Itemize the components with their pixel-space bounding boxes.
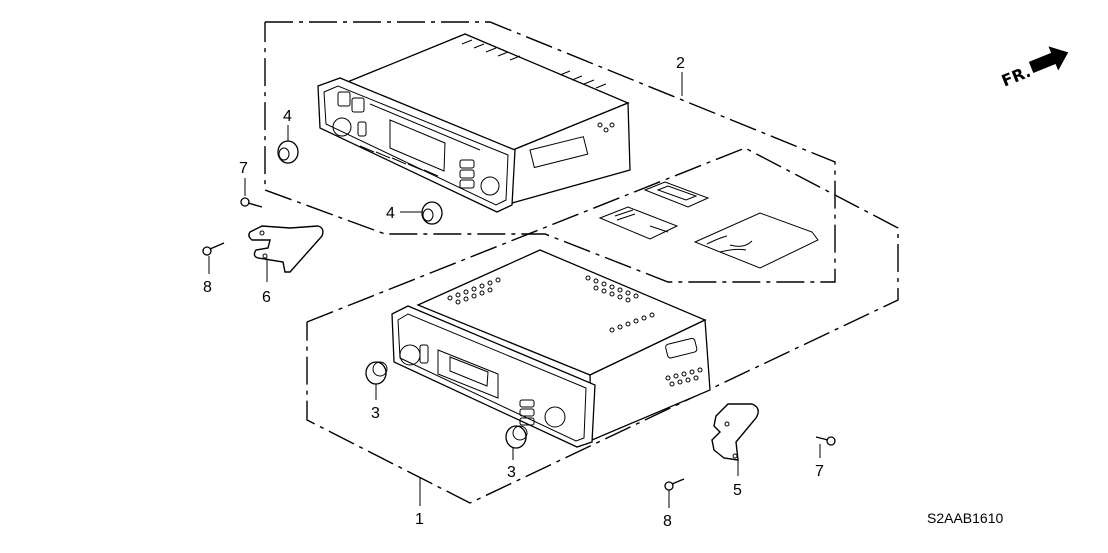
callout-8a: 8 <box>203 279 212 296</box>
security-card <box>643 181 710 208</box>
callout-4a: 4 <box>283 108 292 125</box>
bolt-7b[interactable] <box>815 436 836 446</box>
front-label: FR. <box>999 62 1034 91</box>
assembly-1-outline <box>306 147 899 504</box>
figure-code: S2AAB1610 <box>927 510 1003 526</box>
radio-unit-lower[interactable] <box>391 249 711 448</box>
callout-3b: 3 <box>507 464 516 481</box>
knob-4b[interactable] <box>421 201 443 225</box>
front-direction-indicator: FR. <box>999 46 1069 91</box>
radio-unit-upper[interactable] <box>317 33 631 213</box>
kit-2-outline <box>264 21 836 283</box>
screw-8b[interactable] <box>664 478 685 491</box>
knob-4a[interactable] <box>277 140 299 164</box>
callout-5: 5 <box>733 482 742 499</box>
callout-7a: 7 <box>239 160 248 177</box>
knob-3b[interactable] <box>505 425 528 449</box>
knob-3a[interactable] <box>365 361 388 385</box>
callout-6: 6 <box>262 289 271 306</box>
bolt-7a[interactable] <box>240 197 263 208</box>
hardware-bag <box>693 212 819 269</box>
callout-8b: 8 <box>663 513 672 530</box>
kit-accessories <box>598 181 819 269</box>
screw-8a[interactable] <box>202 242 225 256</box>
arrow-right-icon <box>1028 46 1069 73</box>
callout-2: 2 <box>676 55 685 72</box>
owner-manual <box>598 206 679 240</box>
callout-1: 1 <box>415 511 424 528</box>
callout-3a: 3 <box>371 405 380 422</box>
callout-7b: 7 <box>815 463 824 480</box>
bracket-6[interactable] <box>248 225 324 273</box>
callout-4b: 4 <box>386 205 395 222</box>
leader-lines <box>208 72 821 508</box>
bracket-5[interactable] <box>711 403 759 461</box>
